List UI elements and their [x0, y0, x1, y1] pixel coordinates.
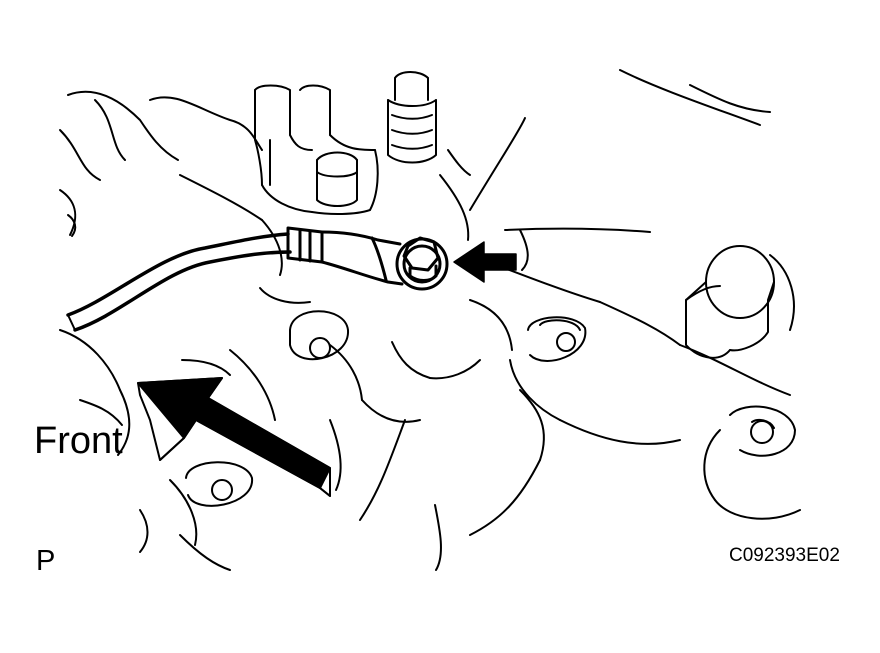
figure-code: C092393E02: [729, 545, 840, 566]
housing-outline: [59, 69, 801, 571]
wire-harness: [66, 232, 292, 332]
front-direction-arrow-icon: [137, 377, 331, 497]
ground-terminal: [286, 226, 449, 291]
bracket-block: [254, 84, 379, 216]
front-label: Front: [34, 420, 123, 462]
upper-bolt: [387, 71, 437, 164]
right-cylinder: [685, 245, 775, 359]
mounting-bosses: [185, 310, 796, 507]
bolt-pointer-arrow-icon: [453, 241, 517, 283]
view-letter: P: [36, 545, 56, 577]
